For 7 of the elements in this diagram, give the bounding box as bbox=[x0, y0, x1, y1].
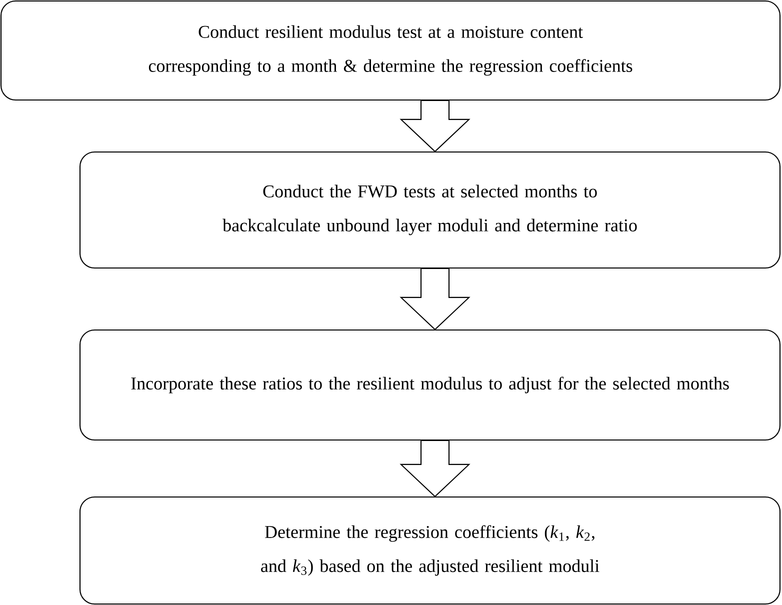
process-box: Incorporate these ratios to the resilient modulus to adjust for the selected months bbox=[79, 329, 781, 441]
block-arrow bbox=[400, 440, 470, 498]
process-box: Determine the regression coefficients (k$_{1}$, k$_{2}$, and k$_{3}$) based on the adjusted resilient moduli bbox=[79, 496, 781, 605]
process-box: Conduct the FWD tests at selected months to backcalculate unbound layer moduli and determine ratio bbox=[79, 151, 781, 269]
block-arrow bbox=[400, 100, 470, 152]
process-box: Conduct resilient modulus test at a moisture content corresponding to a month & determine the regression coefficients bbox=[0, 0, 781, 101]
block-arrow bbox=[400, 268, 470, 330]
